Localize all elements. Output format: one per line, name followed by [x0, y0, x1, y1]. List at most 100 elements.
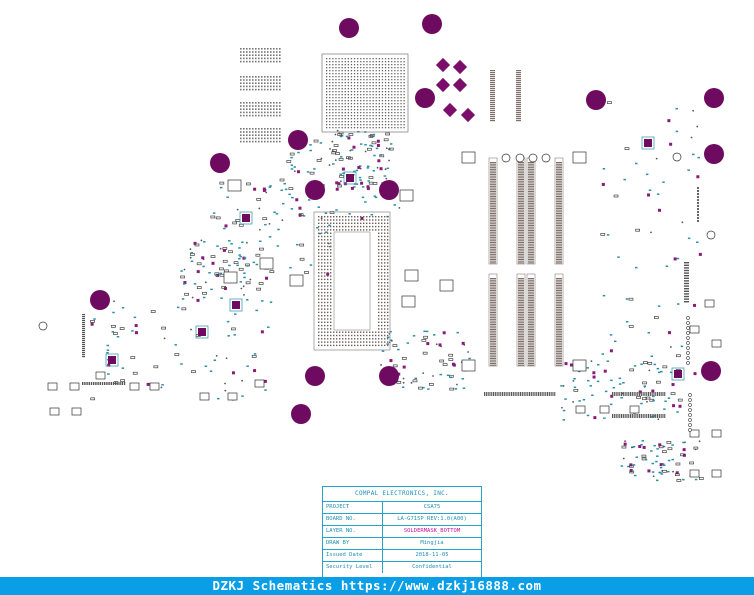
bga-ball	[360, 118, 362, 120]
cpu-ball	[384, 328, 386, 330]
bga-ball	[388, 88, 390, 90]
smd-component	[656, 448, 659, 450]
cpu-ball	[384, 288, 386, 290]
bga-ball	[381, 85, 384, 87]
cpu-ball	[321, 295, 323, 297]
smd-outline	[674, 473, 680, 477]
smd-outline	[331, 151, 337, 155]
smd-outline	[184, 292, 189, 296]
cpu-ball	[318, 315, 320, 317]
smd-outline	[130, 356, 136, 359]
dram-ball	[276, 79, 278, 81]
cpu-ball	[381, 242, 383, 244]
dimm-pin	[528, 235, 534, 237]
cpu-ball	[381, 338, 383, 340]
ic-outline	[343, 171, 357, 185]
dimm-pin	[528, 329, 534, 331]
smd-pad	[376, 143, 380, 147]
bga-ball	[332, 118, 334, 120]
dimm-pin	[556, 356, 562, 358]
smd-component	[634, 266, 638, 269]
bga-ball	[344, 61, 346, 63]
dram-ball	[270, 111, 272, 114]
cpu-ball	[339, 344, 341, 347]
cpu-ball	[324, 298, 326, 300]
smd-outline	[628, 297, 634, 301]
bga-ball	[391, 64, 393, 66]
bga-ball	[378, 76, 380, 78]
bga-ball	[400, 88, 402, 90]
smd-component	[694, 478, 698, 481]
dimm-pin	[528, 204, 534, 206]
via	[245, 241, 248, 244]
side-connector-pin	[82, 346, 85, 348]
smd-component	[226, 196, 229, 198]
dimm-pin	[518, 301, 524, 303]
small-block	[629, 405, 640, 414]
title-block-key: PROJECT	[323, 502, 383, 513]
cpu-ball	[387, 328, 389, 330]
cpu-ball	[318, 331, 320, 333]
dimm-pin	[490, 209, 496, 211]
bga-ball	[347, 67, 349, 69]
edge-connector-pin	[613, 414, 615, 418]
dimm-pin	[528, 167, 534, 169]
cpu-ball	[318, 318, 320, 320]
dimm-pin	[556, 199, 562, 201]
side-connector-pin	[684, 298, 689, 300]
dram-ball	[264, 48, 266, 50]
dimm-pin	[490, 352, 496, 354]
bga-ball	[384, 64, 387, 66]
cpu-ball	[321, 219, 323, 221]
connector-pin	[490, 72, 495, 74]
dimm-pin	[490, 172, 496, 174]
smd-component	[359, 143, 363, 145]
dimm-pin	[556, 361, 562, 363]
connector-pin	[516, 82, 521, 84]
smd-outline	[641, 454, 647, 458]
bga-ball	[338, 127, 340, 129]
bga-ball	[388, 124, 390, 126]
ic-center	[346, 174, 354, 182]
smd-pad	[296, 170, 300, 174]
bga-ball	[350, 121, 353, 123]
bga-ball	[360, 85, 362, 87]
smd-component	[633, 365, 637, 367]
smd-pad	[222, 248, 226, 252]
cpu-ball	[384, 229, 386, 231]
bga-ball	[357, 70, 359, 72]
bga-ball	[384, 76, 387, 78]
edge-connector-pin	[642, 392, 644, 396]
bga-ball	[375, 127, 377, 129]
cpu-ball	[330, 295, 332, 297]
bga-ball	[397, 88, 399, 90]
bga-ball	[388, 85, 390, 87]
smd-pad	[672, 404, 676, 408]
dimm-pin	[490, 327, 496, 329]
bga-ball	[375, 100, 377, 102]
bga-ball	[397, 100, 399, 102]
smd-pad	[352, 145, 356, 149]
bga-ball	[375, 97, 377, 99]
dimm-pin	[556, 192, 562, 194]
dimm-pin	[528, 347, 534, 349]
smd-outline	[339, 175, 344, 178]
dimm-pin	[556, 248, 562, 250]
bga-ball	[326, 121, 328, 123]
dimm-pin	[490, 315, 496, 317]
cpu-ball	[324, 249, 326, 251]
smd-outline	[418, 386, 423, 390]
smd-component	[121, 367, 125, 369]
smd-outline	[219, 181, 225, 185]
dimm-pin	[556, 224, 562, 226]
cpu-ball	[318, 328, 320, 330]
dram-ball	[246, 76, 248, 78]
diamond-pad	[435, 57, 451, 73]
smd-pad	[698, 252, 702, 256]
bga-ball	[369, 103, 371, 105]
cpu-ball	[384, 255, 386, 257]
mounting-block	[223, 271, 238, 284]
dram-ball	[249, 140, 251, 143]
dimm-pin	[556, 173, 562, 175]
cpu-ball	[330, 232, 332, 234]
